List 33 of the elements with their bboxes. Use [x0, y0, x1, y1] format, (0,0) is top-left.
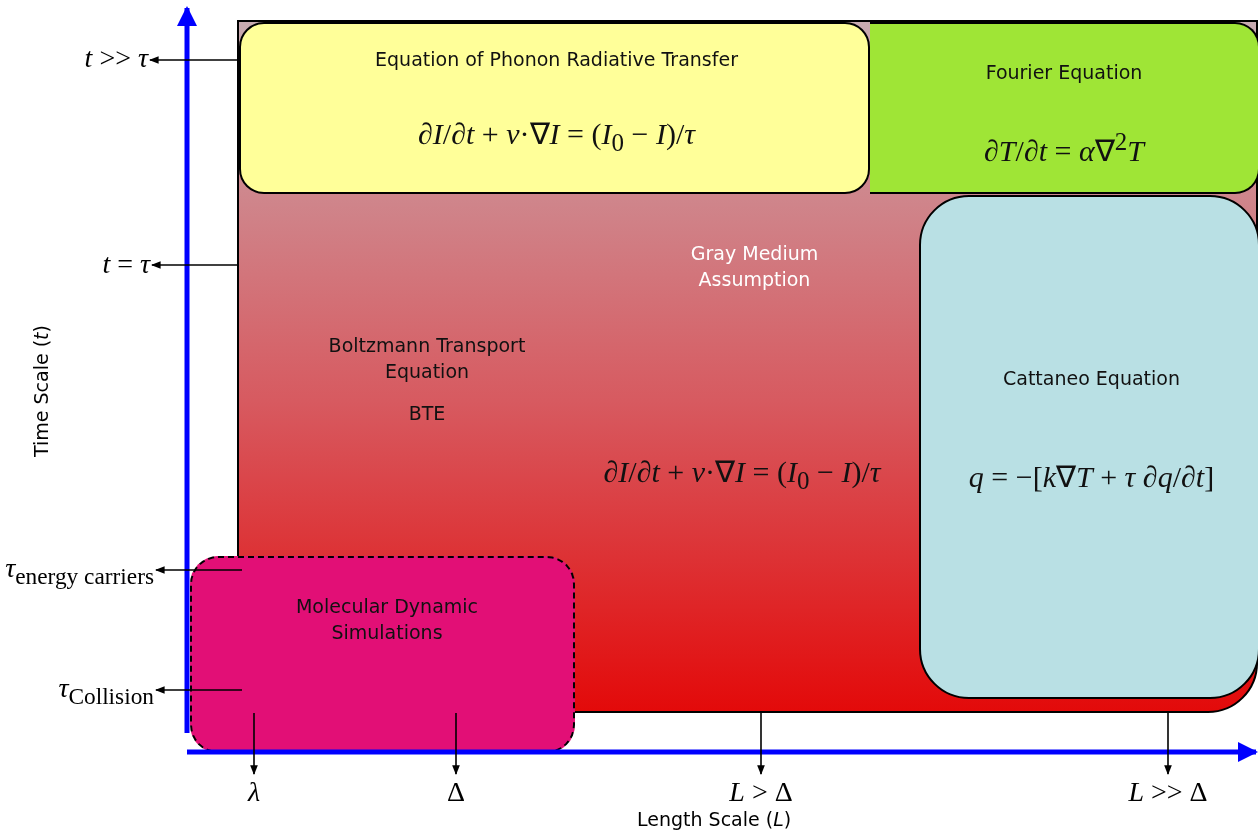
- axis-tick-label: τ$_{Collision}$: [30, 670, 154, 714]
- arrow: [155, 566, 243, 574]
- region-label: Gray Medium Assumption: [689, 241, 820, 292]
- arrow: [452, 712, 460, 775]
- equation-text: ∂I/∂t + v·∇I = (I$_{0}$ − I)/τ: [602, 454, 883, 496]
- arrow: [1164, 712, 1172, 775]
- cattaneo-region: [919, 195, 1258, 699]
- axis-tick-label: t = τ: [40, 246, 150, 286]
- equation-text: ∂I/∂t + v·∇I = (I$_{0}$ − I)/τ: [417, 116, 697, 158]
- axis-tick-label: λ: [230, 774, 278, 814]
- arrow: [250, 712, 258, 775]
- region-label: BTE: [407, 401, 447, 426]
- axis-tick-label: Δ: [432, 774, 480, 814]
- radiative-transfer-region: [239, 22, 870, 194]
- arrow: [149, 56, 238, 64]
- axis-tick-label: τ$_{energy carriers}$: [4, 550, 154, 594]
- equation-text: ∂T/∂t = α∇$^{2}$T: [983, 127, 1147, 169]
- arrow: [155, 686, 243, 694]
- axis-tick-label: L >> Δ: [1096, 774, 1240, 814]
- fourier-region: [870, 22, 1258, 194]
- region-title: Boltzmann Transport Equation: [327, 333, 527, 384]
- equation-text: q = −[k∇T + τ ∂q/∂t]: [967, 459, 1216, 495]
- axis-title: Length Scale (L): [637, 808, 792, 830]
- region-title: Cattaneo Equation: [1002, 366, 1181, 391]
- arrow: [757, 712, 765, 775]
- region-title: Equation of Phonon Radiative Transfer: [374, 47, 739, 72]
- region-title: Molecular Dynamic Simulations: [294, 594, 479, 645]
- axis-title: Time Scale (t): [30, 325, 52, 457]
- region-title: Fourier Equation: [984, 60, 1144, 85]
- arrow: [151, 261, 238, 269]
- molecular-dynamics-region: [190, 556, 575, 753]
- axis-tick-label: t >> τ: [30, 40, 148, 80]
- bte-region: [237, 20, 1258, 713]
